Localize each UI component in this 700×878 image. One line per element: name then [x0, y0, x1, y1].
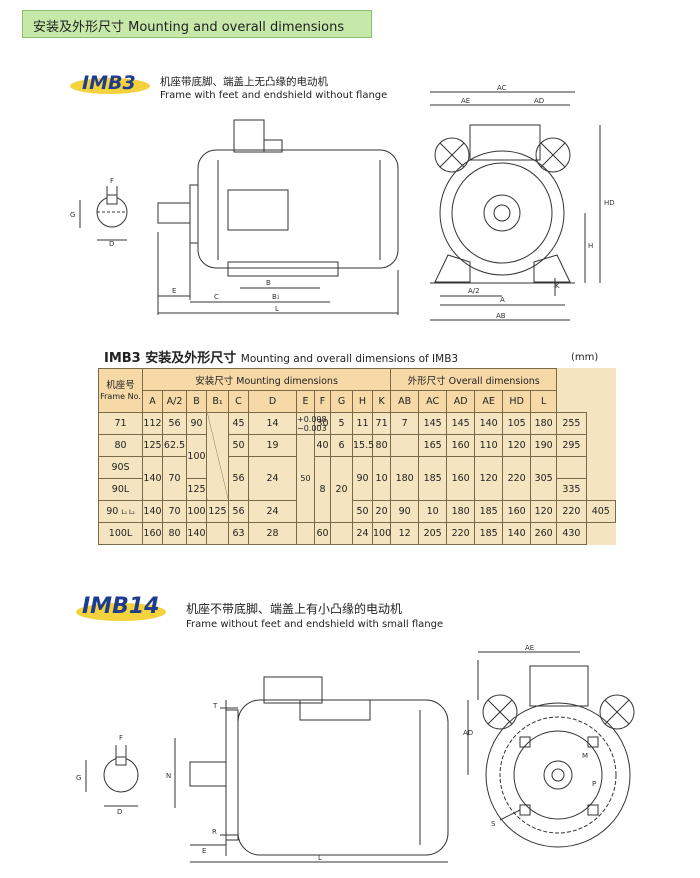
imb3-label-ad: AD — [534, 97, 544, 105]
table-title: IMB3 安装及外形尺寸 Mounting and overall dimens… — [104, 351, 459, 366]
mount-group-header: 安装尺寸 Mounting dimensions — [141, 368, 392, 391]
imb3-label-ae: AE — [461, 97, 470, 105]
imb14-caption-en: Frame without feet and endshield with sm… — [186, 619, 444, 630]
imb3-caption-cn: 机座带底脚、端盖上无凸缘的电动机 — [160, 76, 328, 88]
imb3-label-ab: AB — [496, 312, 506, 320]
imb3-label-h: H — [588, 242, 593, 250]
imb3-label-l: L — [275, 305, 279, 313]
imb3-label-a: A — [500, 296, 505, 304]
imb14-label-m: M — [582, 752, 588, 760]
imb3-label-f: F — [110, 177, 114, 185]
table-unit: (mm) — [571, 352, 599, 363]
imb3-badge: IMB3 — [70, 72, 152, 96]
imb14-label-l: L — [318, 854, 322, 862]
section-header: 安装及外形尺寸 Mounting and overall dimensions — [22, 10, 372, 38]
imb3-label-ac: AC — [497, 84, 507, 92]
imb3-label-b1: B₁ — [272, 293, 280, 301]
imb14-label-g: G — [76, 774, 81, 782]
imb14-label-s: S — [491, 820, 496, 828]
imb14-label-ae: AE — [525, 644, 534, 652]
imb14-caption-cn: 机座不带底脚、端盖上有小凸缘的电动机 — [186, 602, 403, 616]
imb3-label-e: E — [172, 287, 176, 295]
imb14-label-f: F — [119, 734, 123, 742]
imb14-label-r: R — [212, 828, 217, 836]
imb3-label-d: D — [109, 240, 114, 248]
imb14-badge: IMB14 — [76, 594, 168, 624]
imb3-label-a2: A/2 — [468, 287, 480, 295]
imb3-label-b: B — [266, 279, 271, 287]
imb3-label-g: G — [70, 211, 75, 219]
imb3-label-hd: HD — [604, 199, 615, 207]
imb3-label-c: C — [214, 293, 219, 301]
imb14-label-e: E — [202, 847, 206, 855]
imb14-label-ad: AD — [463, 729, 473, 737]
imb3-caption-en: Frame with feet and endshield without fl… — [160, 90, 388, 101]
imb14-label-d: D — [117, 808, 122, 816]
imb14-label-p: P — [592, 780, 596, 788]
imb14-label-t: T — [212, 702, 218, 710]
imb3-label-k: K — [555, 282, 560, 290]
imb14-label-n: N — [166, 772, 171, 780]
